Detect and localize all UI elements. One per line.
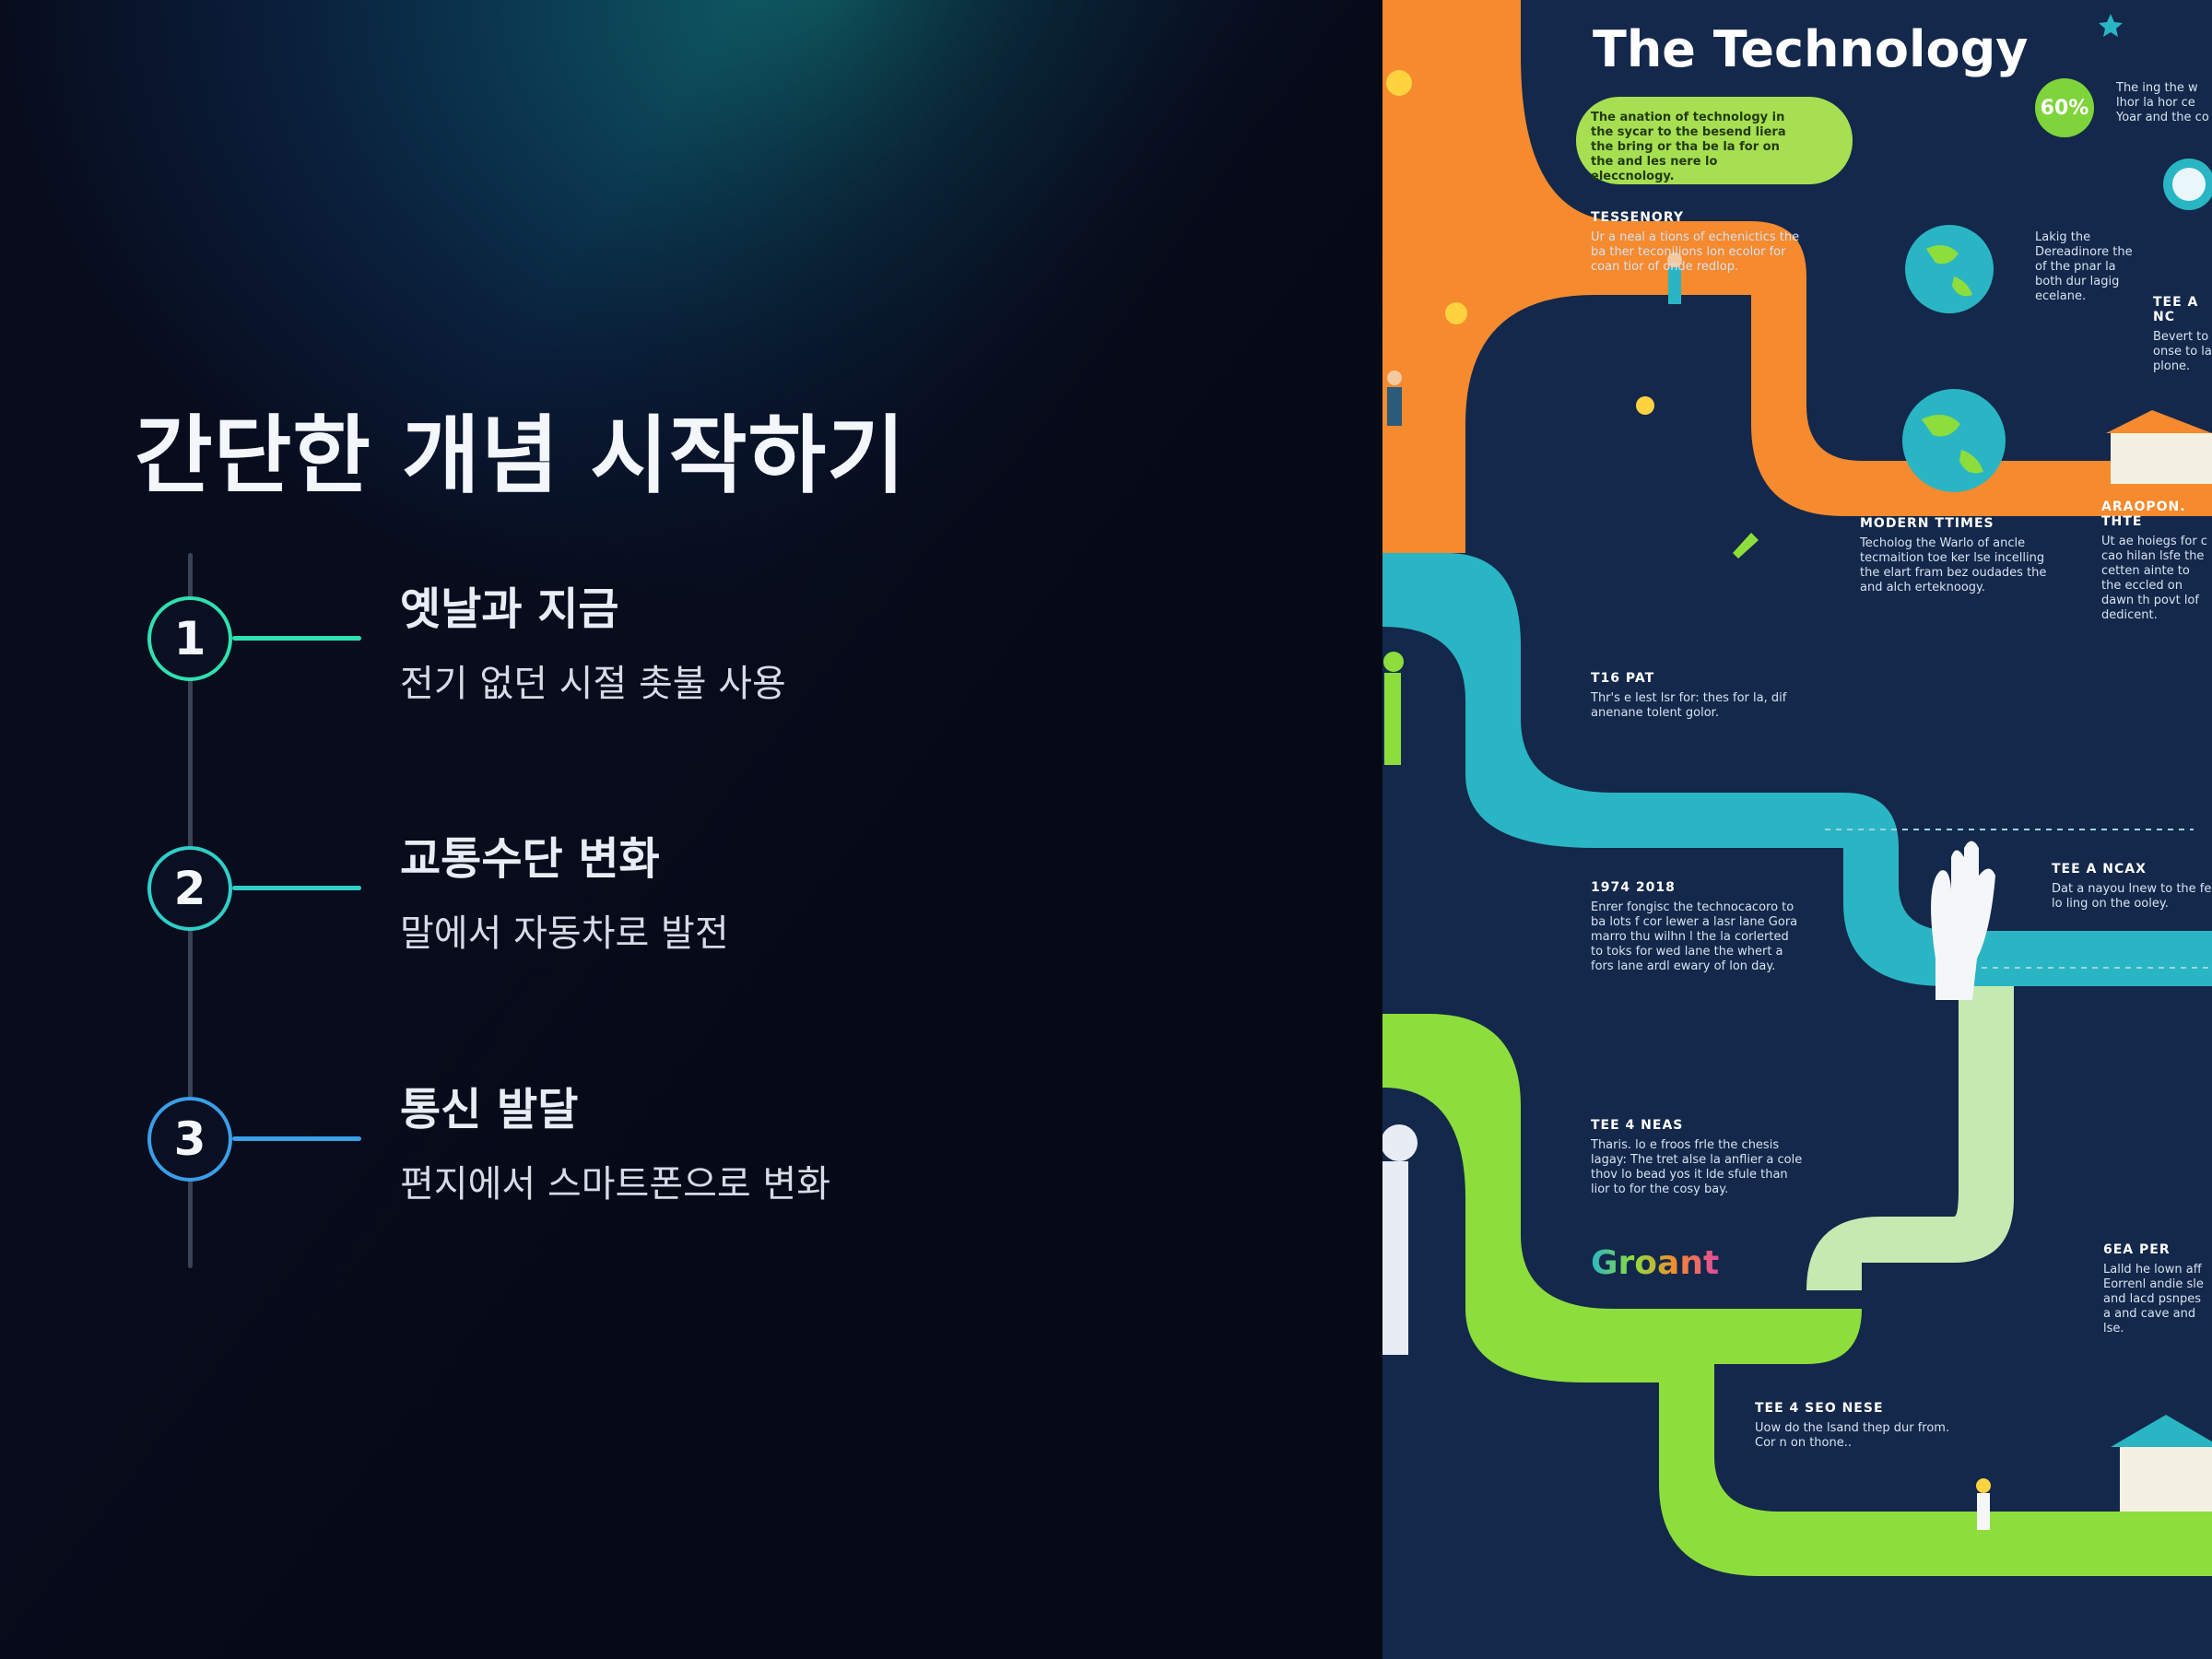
- step-description: 전기 없던 시절 촛불 사용: [400, 663, 786, 705]
- step-connector: [232, 636, 361, 641]
- infographic-block: The ing the w lhor la hor ce Yoar and th…: [2116, 81, 2209, 124]
- step-description: 말에서 자동차로 발전: [400, 912, 729, 955]
- page-title: 간단한 개념 시작하기: [135, 406, 906, 505]
- infographic-block: Lakig the Dereadinore the of the pnar la…: [2035, 230, 2133, 303]
- infographic-brand: Groant: [1591, 1244, 1719, 1282]
- step-number-badge: 1: [147, 596, 232, 681]
- infographic-image: The Technology The anation of technology…: [1382, 0, 2212, 1659]
- step-description: 편지에서 스마트폰으로 변화: [400, 1163, 831, 1206]
- infographic-title: The Technology: [1593, 20, 2029, 78]
- step-connector: [232, 886, 361, 890]
- step-number-badge: 3: [147, 1097, 232, 1182]
- timeline-step-3: 3 통신 발달 편지에서 스마트폰으로 변화: [146, 1084, 1344, 1281]
- infographic-artwork: [1382, 0, 2212, 1659]
- step-title: 옛날과 지금: [400, 583, 619, 635]
- step-connector: [232, 1136, 361, 1141]
- step-number-badge: 2: [147, 846, 232, 931]
- timeline-step-2: 2 교통수단 변화 말에서 자동차로 발전: [146, 833, 1344, 1030]
- infographic-intro: The anation of technology in the sycar t…: [1591, 111, 1786, 183]
- timeline-step-1: 1 옛날과 지금 전기 없던 시절 촛불 사용: [146, 583, 1344, 781]
- brand-text: Groant: [1591, 1244, 1720, 1282]
- step-title: 교통수단 변화: [400, 833, 660, 885]
- slide-panel: 간단한 개념 시작하기 1 옛날과 지금 전기 없던 시절 촛불 사용 2 교통…: [0, 0, 1382, 1659]
- step-title: 통신 발달: [400, 1084, 579, 1135]
- percent-badge: 60%: [2035, 78, 2094, 137]
